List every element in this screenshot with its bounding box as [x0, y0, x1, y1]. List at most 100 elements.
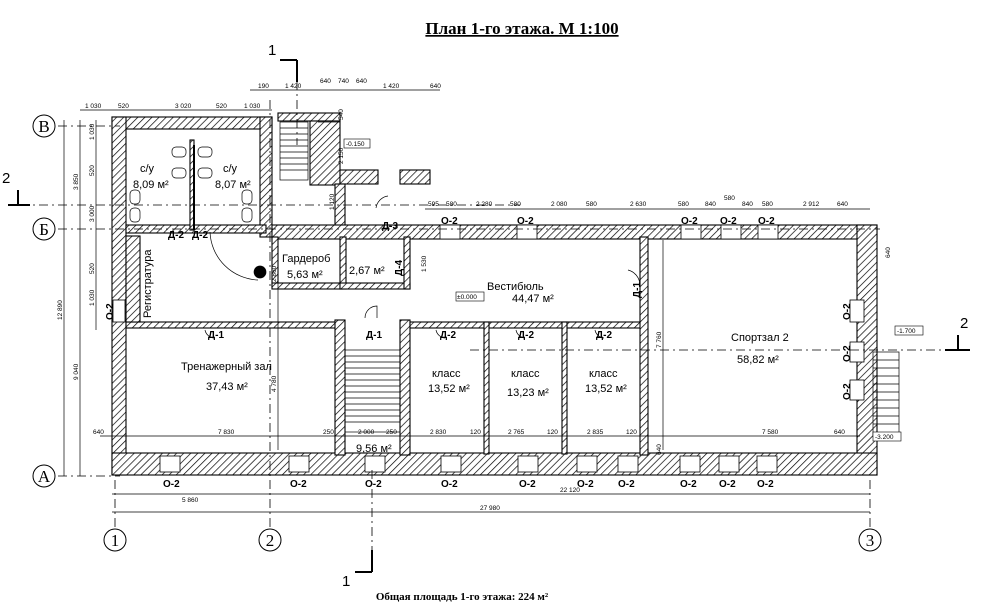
dim-text: 120	[547, 429, 558, 436]
dim-text: 540	[338, 109, 345, 120]
dim-text: 3 000	[89, 205, 96, 222]
dim-text: 840	[742, 201, 753, 208]
door-tag: Д-1	[366, 330, 382, 341]
room-wardrobe-name: Гардероб	[282, 253, 330, 265]
window-tag: О-2	[163, 479, 180, 490]
dim-text: 1 420	[285, 83, 302, 90]
dim-text: 2 080	[551, 201, 568, 208]
room-reception: Регистратура	[142, 249, 154, 318]
dim-text: 1 030	[85, 103, 102, 110]
dim-text: 640	[834, 429, 845, 436]
dim-text: 4 780	[271, 375, 278, 392]
dim-text: 520	[118, 103, 129, 110]
dim-text: 640	[356, 78, 367, 85]
room-wc2-area: 8,07 м²	[215, 179, 251, 191]
window-tag: О-2	[365, 479, 382, 490]
dim-text: 1 530	[421, 255, 428, 272]
door-tag: Д-1	[208, 330, 224, 341]
room-wardrobe-area: 5,63 м²	[287, 269, 323, 281]
dim-text: 250	[323, 429, 334, 436]
section-label-2-right: 2	[960, 315, 968, 332]
dim-text: 2 150	[338, 147, 345, 164]
dim-text: 2 630	[630, 201, 647, 208]
window-tag: О-2	[681, 216, 698, 227]
dim-text: 7 580	[762, 429, 779, 436]
dim-text: 640	[656, 444, 663, 455]
dim-text: 2 000	[358, 429, 375, 436]
door-tag: Д-4	[394, 260, 405, 276]
dim-text: 520	[89, 263, 96, 274]
door-tag: Д-2	[440, 330, 456, 341]
window-tag: О-2	[842, 303, 853, 320]
door-tag: Д-1	[632, 282, 643, 298]
room-wc1-name: с/у	[140, 163, 155, 175]
axis-label-b: Б	[39, 220, 49, 239]
axis-label-v: В	[38, 117, 49, 136]
room-small-area: 2,67 м²	[349, 265, 385, 277]
dim-text: 640	[93, 429, 104, 436]
axis-label-1: 1	[111, 531, 120, 550]
dim-text: 2 280	[476, 201, 493, 208]
window-tag: О-2	[441, 216, 458, 227]
dim-text: 9 040	[73, 363, 80, 380]
dim-text: 640	[430, 83, 441, 90]
dim-text: 580	[446, 201, 457, 208]
dim-text: 120	[626, 429, 637, 436]
window-openings	[112, 224, 865, 473]
dim-text: 580	[678, 201, 689, 208]
dim-text: 1 420	[383, 83, 400, 90]
total-area: Общая площадь 1-го этажа: 224 м²	[376, 591, 549, 603]
dim-text: 1 030	[244, 103, 261, 110]
window-tag: О-2	[720, 216, 737, 227]
window-tag: О-2	[517, 216, 534, 227]
window-tag: О-2	[719, 479, 736, 490]
section-markers	[8, 59, 970, 573]
room-wc1-area: 8,09 м²	[133, 179, 169, 191]
room-sport-name: Спортзал 2	[731, 332, 789, 344]
level-mark-3: -3.200	[875, 434, 894, 441]
dim-text: 5 860	[182, 497, 199, 504]
axis-label-3: 3	[866, 531, 875, 550]
door-swings	[204, 195, 641, 339]
dim-text: 1 030	[89, 123, 96, 140]
dim-text: 120	[470, 429, 481, 436]
dim-text: 2 912	[803, 201, 820, 208]
window-tag: О-2	[842, 345, 853, 362]
dim-text: 740	[338, 78, 349, 85]
window-tag: О-2	[758, 216, 775, 227]
dim-text: 520	[216, 103, 227, 110]
dim-text: 22 120	[560, 487, 580, 494]
window-tag: О-2	[757, 479, 774, 490]
room-class3-area: 13,52 м²	[585, 383, 627, 395]
dim-text: 595	[428, 201, 439, 208]
room-class1-name: класс	[432, 368, 461, 380]
door-tag: Д-2	[518, 330, 534, 341]
window-tag: О-2	[618, 479, 635, 490]
dim-text: 12 890	[57, 300, 64, 320]
room-wc2-name: с/у	[223, 163, 238, 175]
room-class2-area: 13,23 м²	[507, 387, 549, 399]
dim-text: 7 760	[656, 331, 663, 348]
dim-text: 27 980	[480, 505, 500, 512]
room-gym-name: Тренажерный зал	[181, 361, 272, 373]
room-class1-area: 13,52 м²	[428, 383, 470, 395]
dim-text: 3 020	[175, 103, 192, 110]
dim-text: 2 830	[430, 429, 447, 436]
level-mark-1: -0.150	[346, 141, 365, 148]
axis-label-2: 2	[266, 531, 275, 550]
stair-upper	[279, 121, 340, 181]
section-label-2-left: 2	[2, 170, 10, 187]
sanitary-fixtures	[129, 145, 253, 230]
dim-text: 7 830	[218, 429, 235, 436]
plan-title: План 1-го этажа. М 1:100	[425, 19, 618, 38]
room-gym-area: 37,43 м²	[206, 381, 248, 393]
level-mark-2: -1.700	[897, 328, 916, 335]
dim-text: 1 120	[329, 193, 336, 210]
window-tag: О-2	[441, 479, 458, 490]
window-tag: О-2	[519, 479, 536, 490]
dim-text: 580	[762, 201, 773, 208]
dim-text: 520	[89, 165, 96, 176]
lobby-level: ±0.000	[457, 294, 477, 301]
door-tag: Д-2	[192, 230, 208, 241]
